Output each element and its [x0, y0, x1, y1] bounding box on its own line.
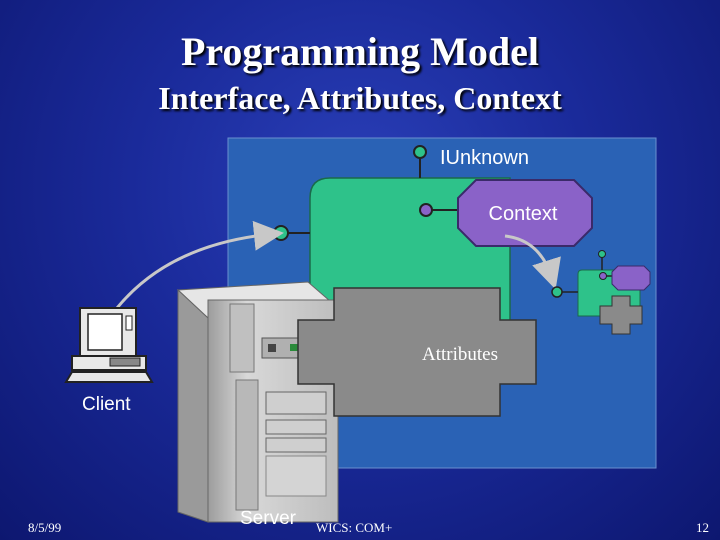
iunknown-label: IUnknown	[440, 147, 529, 169]
server-label: Server	[240, 508, 297, 529]
context-arrow	[504, 234, 561, 290]
server-computer-icon	[176, 281, 340, 523]
client-call-arrow	[106, 220, 284, 321]
context-label: Context	[489, 203, 558, 225]
client-computer-icon	[64, 307, 154, 383]
slide-subtitle: Interface, Attributes, Context	[158, 80, 562, 116]
interface-lollipop-icon	[273, 225, 289, 241]
context-interface-icon	[419, 203, 433, 217]
slide-title: Programming Model	[180, 29, 540, 74]
footer-date: 8/5/99	[28, 520, 62, 535]
footer-page-number: 12	[696, 520, 709, 535]
attributes-label: Attributes	[422, 344, 498, 365]
attributes-shape	[297, 287, 537, 417]
footer-center: WICS: COM+	[316, 520, 393, 535]
small-object-icon	[551, 250, 651, 335]
iunknown-interface-icon	[413, 145, 427, 159]
client-label: Client	[82, 394, 131, 415]
context-shape	[457, 179, 593, 247]
